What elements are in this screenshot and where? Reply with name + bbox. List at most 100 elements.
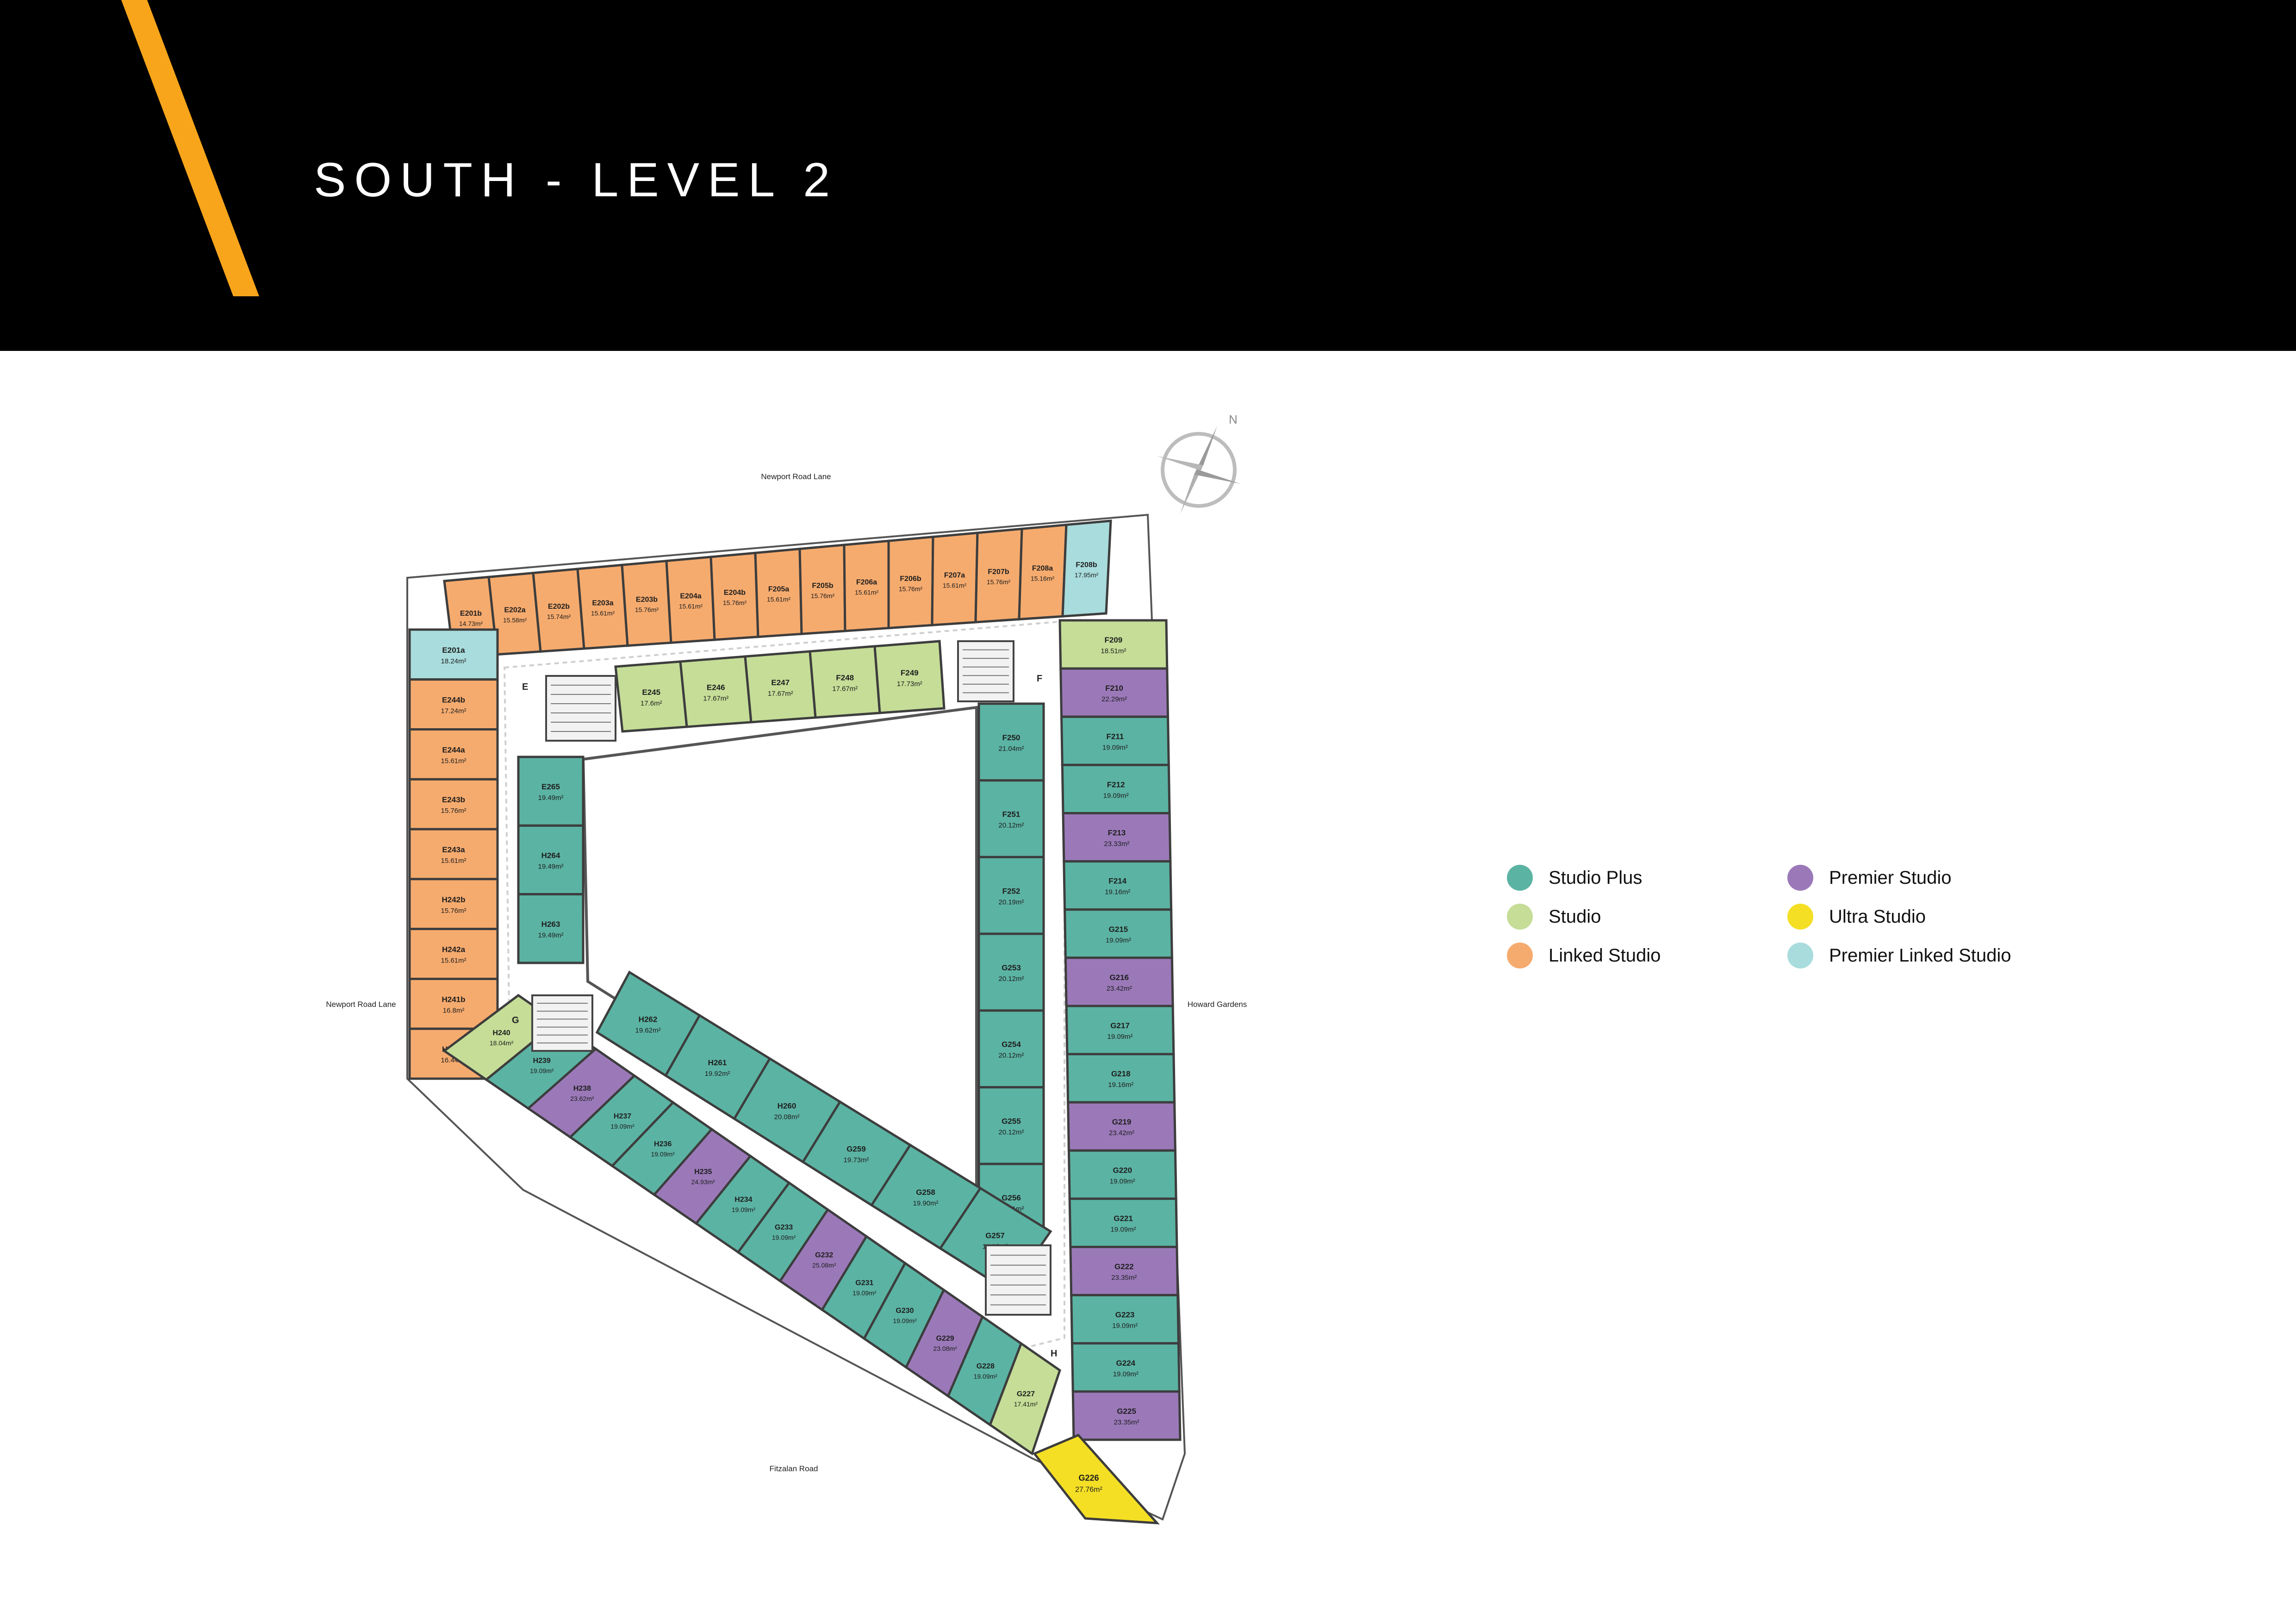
room-number: E203a — [592, 599, 613, 607]
room-area: 19.09m² — [852, 1289, 877, 1297]
stair-core — [957, 640, 1014, 702]
room-number: H238 — [573, 1085, 591, 1093]
room-area: 15.61m² — [591, 609, 615, 617]
room-number: E245 — [642, 688, 660, 697]
compass-needle — [1157, 456, 1203, 470]
room-number: H234 — [734, 1196, 752, 1204]
room-number: G258 — [916, 1188, 935, 1197]
room-area: 18.51m² — [1101, 647, 1126, 655]
legend-label: Premier Studio — [1829, 867, 1952, 888]
room-number: F206a — [856, 578, 877, 586]
legend-item-studio: Studio — [1507, 903, 1601, 931]
room-number: G253 — [1002, 963, 1021, 972]
room-number: F213 — [1108, 829, 1126, 837]
room-number: F214 — [1108, 877, 1126, 886]
room-number: G231 — [855, 1279, 873, 1287]
room-fill — [517, 824, 585, 896]
room-area: 18.24m² — [441, 657, 466, 665]
room-area: 20.12m² — [998, 975, 1024, 983]
room-e203a[interactable]: E203a 15.61m² — [576, 563, 629, 650]
room-area: 15.61m² — [679, 602, 703, 610]
room-fill — [873, 640, 946, 714]
legend-swatch — [1787, 865, 1813, 891]
room-number: G216 — [1109, 973, 1129, 982]
room-area: 14.73m² — [459, 620, 483, 627]
room-area: 23.35m² — [1111, 1274, 1137, 1282]
legend-label: Linked Studio — [1549, 945, 1661, 966]
room-area: 23.42m² — [1109, 1129, 1134, 1137]
room-number: G256 — [1002, 1193, 1021, 1202]
room-number: G218 — [1111, 1069, 1131, 1078]
room-number: G232 — [815, 1251, 833, 1259]
room-area: 19.09m² — [974, 1373, 998, 1380]
room-fill — [1065, 1005, 1175, 1056]
room-area: 17.41m² — [1014, 1400, 1038, 1408]
core-label-f: F — [1037, 674, 1042, 684]
room-area: 19.09m² — [1106, 937, 1131, 944]
room-number: E265 — [541, 782, 560, 791]
room-g253[interactable]: G253 20.12m² — [977, 932, 1045, 1012]
room-area: 19.09m² — [1111, 1225, 1136, 1233]
room-fill — [1033, 1434, 1160, 1524]
accent-stripe — [121, 0, 259, 296]
room-area: 19.90m² — [913, 1199, 938, 1207]
street-label-west: Newport Road Lane — [326, 1000, 396, 1009]
room-area: 15.61m² — [441, 957, 466, 965]
room-area: 15.58m² — [503, 616, 527, 624]
